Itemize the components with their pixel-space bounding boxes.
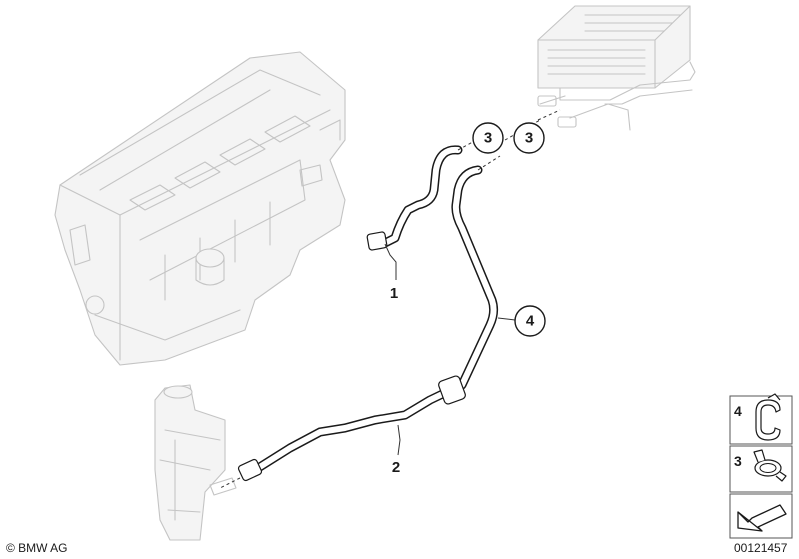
hose-1-connector — [366, 231, 388, 251]
legend-item-3-number: 3 — [734, 453, 742, 469]
engine-block-illustration — [54, 51, 346, 366]
hose-holder-icon — [755, 393, 781, 441]
label-hose-1: 1 — [390, 285, 398, 302]
hose-2-connector — [237, 458, 263, 482]
hose-joint-connector — [438, 375, 466, 405]
direction-arrow-icon — [737, 504, 787, 532]
hose-4 — [451, 165, 499, 390]
label-hose-2: 2 — [392, 459, 400, 476]
expansion-tank-illustration — [154, 384, 237, 541]
copyright-text: © BMW AG — [6, 541, 68, 555]
callout-hose-4-number: 4 — [526, 313, 535, 330]
hose-clamp-icon — [753, 449, 787, 482]
diagram-number: 00121457 — [734, 541, 788, 555]
callout-clamp-a-number: 3 — [484, 130, 492, 147]
hose-1 — [366, 145, 463, 280]
callout-clamp-b: 3 — [513, 122, 545, 154]
hose-2 — [219, 375, 466, 489]
heater-core-illustration — [537, 5, 696, 131]
callout-hose-4: 4 — [514, 305, 546, 337]
callout-clamp-a: 3 — [472, 122, 504, 154]
parts-legend: 4 3 — [729, 393, 793, 539]
callout-clamp-b-number: 3 — [525, 130, 533, 147]
legend-item-4-number: 4 — [734, 403, 742, 419]
